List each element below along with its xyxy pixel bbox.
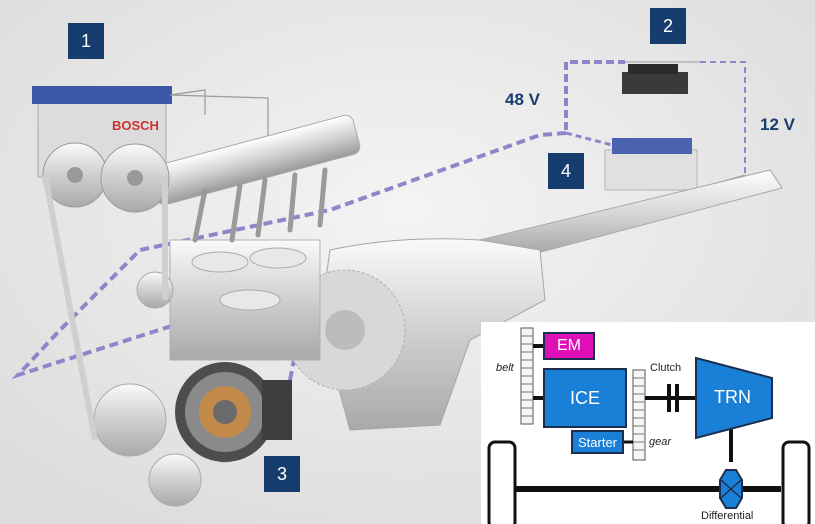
engine — [42, 114, 361, 507]
voltage-12v-label: 12 V — [760, 115, 795, 134]
marker-4: 4 — [548, 153, 584, 189]
ice-block: ICE — [543, 368, 627, 428]
marker-2: 2 — [650, 8, 686, 44]
powertrain-schematic: EM ICE Starter TRN belt gear Clutch Diff… — [481, 322, 815, 524]
battery-brand-label: BOSCH — [112, 118, 159, 133]
voltage-48v-label: 48 V — [505, 90, 540, 109]
battery-12v — [604, 138, 698, 191]
belt-label: belt — [496, 362, 514, 374]
trn-label: TRN — [714, 387, 751, 407]
trn-block — [695, 356, 773, 440]
starter-block: Starter — [571, 430, 624, 454]
marker-1: 1 — [68, 23, 104, 59]
belt-starter-generator — [175, 362, 292, 462]
em-block: EM — [543, 332, 595, 360]
dc-dc-converter — [622, 64, 688, 94]
gear-label: gear — [649, 436, 672, 448]
marker-3: 3 — [264, 456, 300, 492]
differential-label: Differential — [701, 510, 754, 522]
clutch-label: Clutch — [650, 362, 682, 374]
